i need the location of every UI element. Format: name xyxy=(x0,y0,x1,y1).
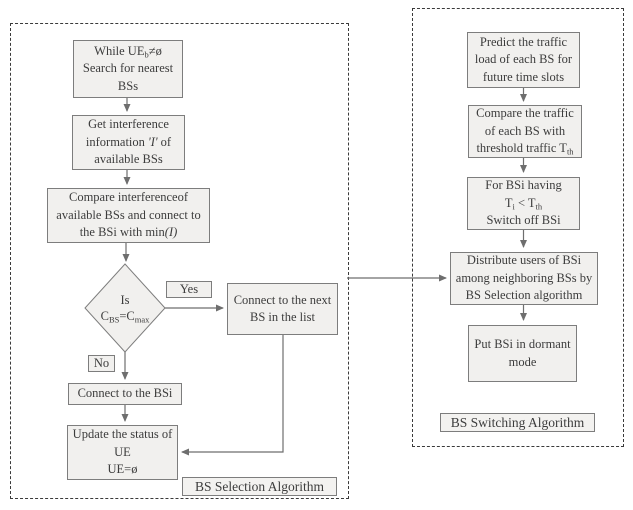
subscript: i xyxy=(512,201,515,212)
bs-selection-frame xyxy=(10,23,349,499)
text-part: While UE xyxy=(94,43,145,58)
node-text: UE xyxy=(114,444,131,459)
node-text: BS in the list xyxy=(250,310,315,324)
node-compare-interference: Compare interferenceof available BSs and… xyxy=(47,188,210,243)
node-connect-bsi: Connect to the BSi xyxy=(68,383,182,405)
node-text: the BSi with min(I) xyxy=(50,224,207,242)
node-decision-capacity: Is CBS=Cmax xyxy=(85,287,165,329)
node-switch-off-bsi: For BSi having Ti < Tth Switch off BSi xyxy=(467,177,580,230)
subscript: max xyxy=(134,314,150,325)
caption-bs-switching-algorithm: BS Switching Algorithm xyxy=(440,413,595,432)
node-text: CBS=Cmax xyxy=(85,308,165,324)
bs-switching-frame xyxy=(412,8,624,447)
node-text: Search for nearest xyxy=(82,61,174,76)
node-text: Ti < Tth xyxy=(470,195,577,213)
text-part: =C xyxy=(119,309,135,323)
node-compare-traffic: Compare the traffic of each BS with thre… xyxy=(468,105,582,158)
node-text: available BSs and connect to xyxy=(56,207,201,222)
node-text: Update the status of xyxy=(72,427,173,442)
node-text: among neighboring BSs by xyxy=(455,270,593,285)
label-no: No xyxy=(88,355,115,372)
node-text: information 'I' of xyxy=(75,134,182,152)
node-text: Switch off BSi xyxy=(486,213,561,228)
text-part: ≠ø xyxy=(148,43,162,58)
text-part: C xyxy=(100,309,109,323)
node-text: Compare interferenceof xyxy=(68,190,189,205)
node-text: Get interference xyxy=(88,117,169,132)
node-predict-traffic: Predict the traffic load of each BS for … xyxy=(467,32,580,88)
text-part: the BSi with min xyxy=(79,225,165,240)
italic-var-I: (I) xyxy=(164,225,178,240)
node-text: available BSs xyxy=(94,152,163,167)
node-text: future time slots xyxy=(482,69,565,84)
node-text: load of each BS for xyxy=(474,52,573,67)
italic-var-I: 'I' xyxy=(148,134,158,149)
subscript: BS xyxy=(108,314,120,325)
node-text: Predict the traffic xyxy=(479,34,568,49)
node-text: UE=ø xyxy=(107,462,138,477)
text-part: threshold traffic T xyxy=(476,141,567,156)
subscript: b xyxy=(144,49,149,60)
caption-bs-selection-algorithm: BS Selection Algorithm xyxy=(182,477,337,496)
arrow-connectnext-to-update xyxy=(181,335,284,456)
node-while-search-bss: While UEb≠ø Search for nearest BSs xyxy=(73,40,183,98)
label-yes: Yes xyxy=(166,281,212,298)
node-distribute-users: Distribute users of BSi among neighborin… xyxy=(450,252,598,305)
node-text: mode xyxy=(508,354,537,369)
caption-text: BS Switching Algorithm xyxy=(450,414,585,430)
node-update-status: Update the status of UE UE=ø xyxy=(67,425,178,480)
node-text: Connect to the BSi xyxy=(77,386,173,401)
node-text: Is xyxy=(120,293,130,307)
node-get-interference: Get interference information 'I' of avai… xyxy=(72,115,185,170)
node-text: For BSi having xyxy=(485,178,562,193)
node-text: No xyxy=(93,356,110,370)
subscript: th xyxy=(535,201,543,212)
node-text: BS Selection algorithm xyxy=(465,288,583,303)
node-text: While UEb≠ø xyxy=(76,43,180,61)
text-part: < T xyxy=(514,195,536,210)
node-text: threshold traffic Tth xyxy=(471,140,579,158)
node-text: of each BS with xyxy=(484,123,566,138)
text-part: of xyxy=(157,134,172,149)
caption-text: BS Selection Algorithm xyxy=(194,478,324,494)
node-text: Put BSi in dormant xyxy=(474,337,571,351)
subscript: th xyxy=(566,146,574,157)
node-text: Compare the traffic xyxy=(476,106,574,121)
node-text: Yes xyxy=(179,282,199,296)
node-text: BSs xyxy=(117,78,139,93)
node-text: Connect to the next xyxy=(233,292,332,307)
text-part: T xyxy=(504,195,513,210)
text-part: information xyxy=(85,134,149,149)
node-text: Distribute users of BSi xyxy=(466,253,582,268)
node-connect-next-bs: Connect to the next BS in the list xyxy=(227,283,338,335)
node-dormant-mode: Put BSi in dormant mode xyxy=(468,325,577,382)
